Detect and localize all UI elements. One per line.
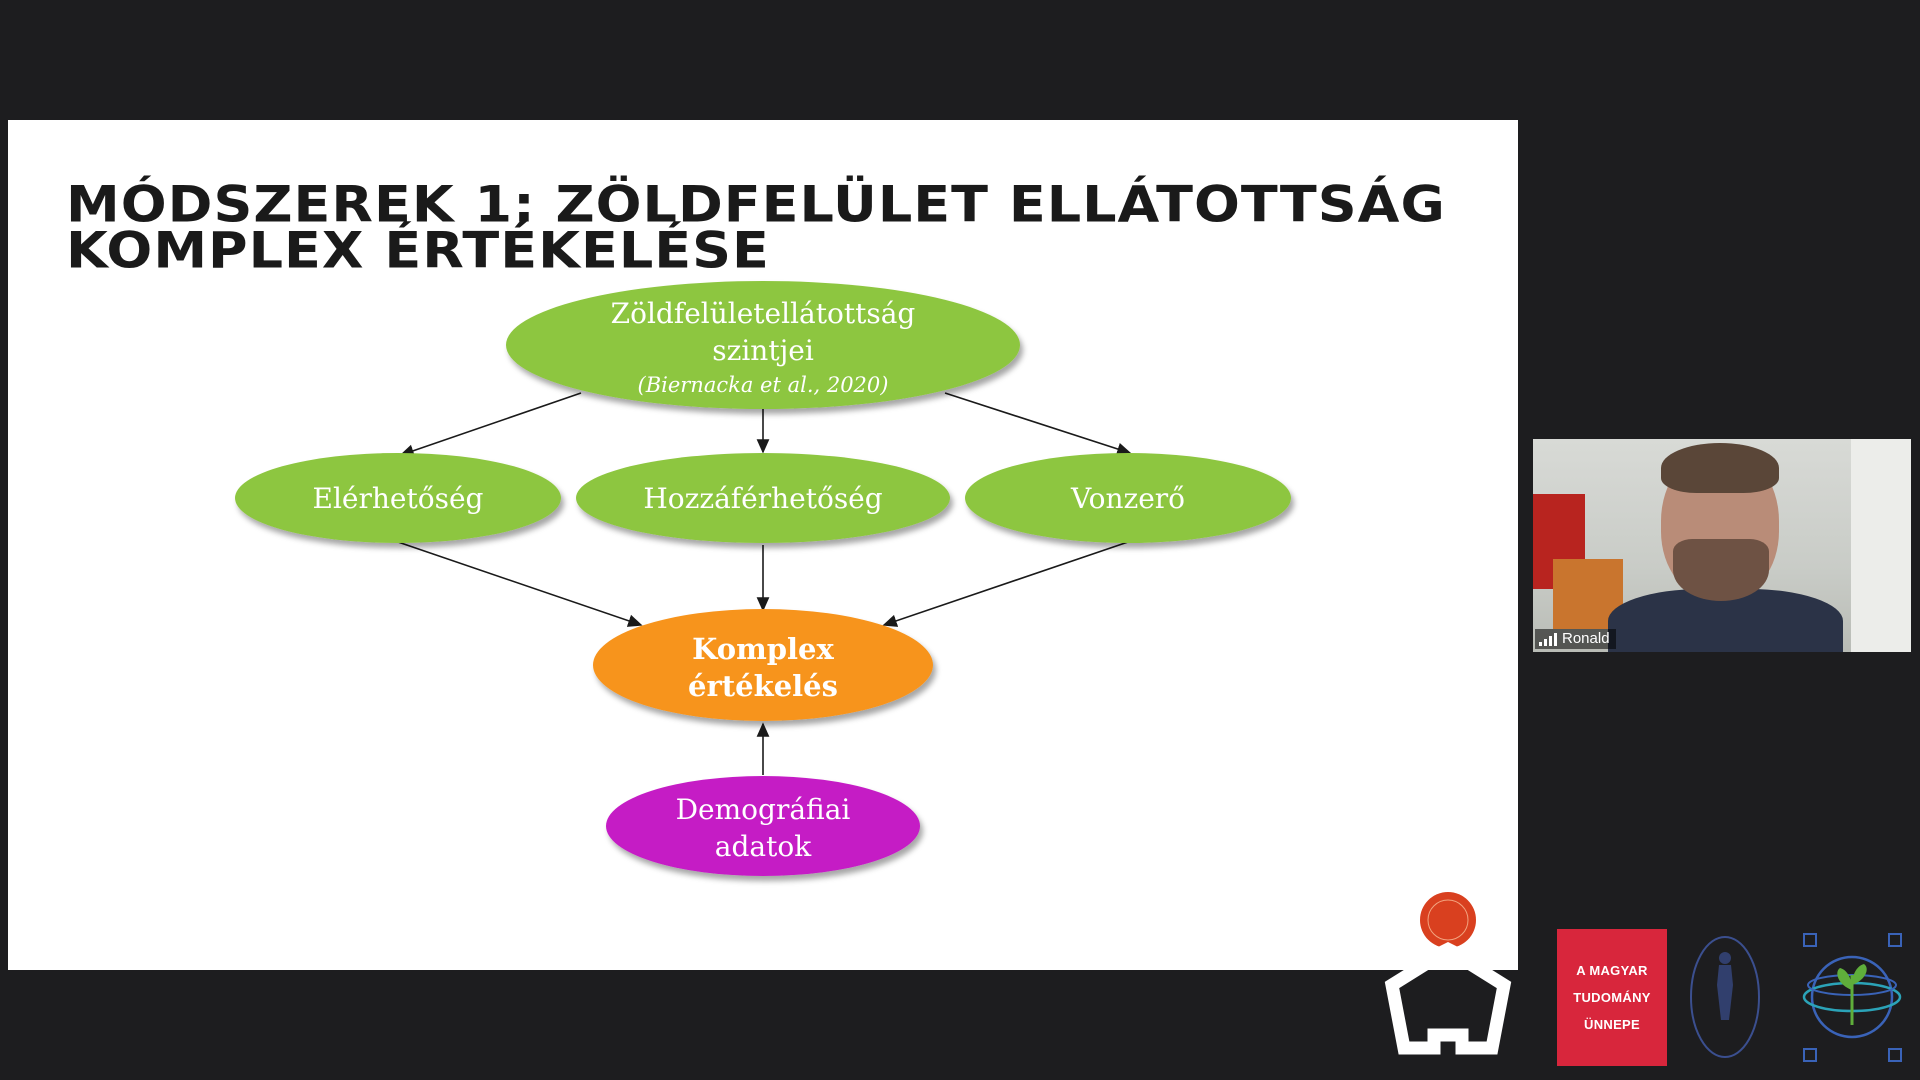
svg-text:Hozzáférhetőség: Hozzáférhetőség	[643, 482, 882, 515]
arrow-top-to-access	[399, 392, 582, 457]
flow-diagram: Zöldfelületellátottság szintjei (Biernac…	[235, 281, 1291, 876]
svg-text:Komplex: Komplex	[692, 632, 834, 666]
svg-text:Vonzerő: Vonzerő	[1070, 482, 1185, 515]
node-demographic-data: Demográfiai adatok	[606, 776, 920, 876]
academy-seal-logo	[1690, 936, 1760, 1058]
globe-plant-logo	[1802, 933, 1902, 1062]
signal-strength-icon	[1539, 632, 1557, 646]
presentation-slide: MÓDSZEREK 1: ZÖLDFELÜLET ELLÁTOTTSÁG KOM…	[8, 120, 1518, 970]
arrow-attraction-to-complex	[882, 541, 1129, 627]
mta-festival-logo: A MAGYAR TUDOMÁNY ÜNNEPE	[1557, 929, 1667, 1066]
participant-name: Ronald	[1562, 630, 1610, 647]
node-top-citation: (Biernacka et al., 2020)	[638, 373, 889, 397]
svg-text:értékelés: értékelés	[688, 669, 838, 703]
participant-video-tile[interactable]: Ronald	[1533, 439, 1911, 652]
svg-text:Elérhetőség: Elérhetőség	[313, 482, 484, 515]
node-green-space-levels: Zöldfelületellátottság szintjei (Biernac…	[506, 281, 1020, 409]
participant-name-tag: Ronald	[1535, 629, 1616, 649]
node-top-line2: szintjei	[712, 334, 814, 367]
svg-text:Demográfiai: Demográfiai	[676, 793, 851, 826]
arrow-access-to-complex	[397, 541, 643, 627]
node-access: Elérhetőség	[235, 453, 561, 543]
event-building-logo	[1384, 892, 1512, 1055]
node-complex-evaluation: Komplex értékelés	[593, 609, 933, 721]
slide-title: MÓDSZEREK 1: ZÖLDFELÜLET ELLÁTOTTSÁG KOM…	[66, 175, 1446, 280]
node-accessibility: Hozzáférhetőség	[576, 453, 950, 543]
node-attraction: Vonzerő	[965, 453, 1291, 543]
node-top-line1: Zöldfelületellátottság	[611, 297, 916, 330]
svg-text:adatok: adatok	[715, 830, 812, 863]
arrow-top-to-attraction	[944, 392, 1132, 456]
